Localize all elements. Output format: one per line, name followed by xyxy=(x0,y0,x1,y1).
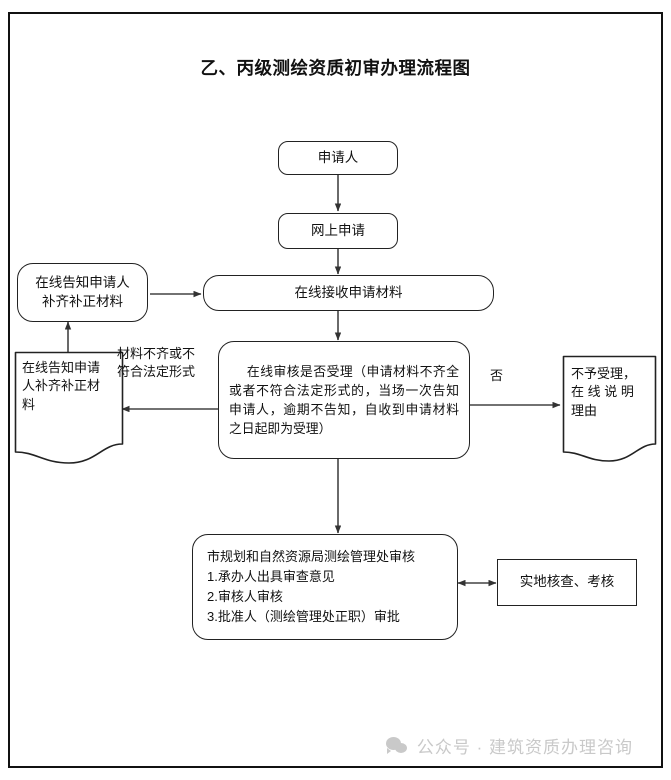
node-applicant[interactable]: 申请人 xyxy=(278,141,398,175)
edge-label-no: 否 xyxy=(490,368,504,383)
node-field-check-label: 实地核查、考核 xyxy=(519,574,615,590)
wechat-icon xyxy=(385,736,408,755)
node-bureau-review[interactable]: 市规划和自然资源局测绘管理处审核 1.承办人出具审查意见 2.审核人审核 3.批… xyxy=(192,534,458,640)
node-reject-doc-label: 不予受理， 在 线 说 明 理由 xyxy=(571,366,637,418)
node-notify-supplement-doc-label: 在线告知申请 人补齐补正材 料 xyxy=(22,360,101,412)
node-review-decision-label: 在线审核是否受理（申请材料不齐全或者不符合法定形式的，当场一次告知申请人，逾期不… xyxy=(229,363,459,437)
node-bureau-review-label: 市规划和自然资源局测绘管理处审核 1.承办人出具审查意见 2.审核人审核 3.批… xyxy=(207,548,416,625)
node-online-apply-label: 网上申请 xyxy=(311,222,365,238)
page-border-frame xyxy=(8,12,663,768)
node-notify-supplement-doc[interactable]: 在线告知申请 人补齐补正材 料 xyxy=(14,351,124,467)
edge-label-materials-incomplete: 材料不齐或不 符合法定形式 xyxy=(117,346,196,379)
watermark: 公众号 · 建筑资质办理咨询 xyxy=(385,733,633,758)
node-notify-supplement-top-label: 在线告知申请人 补齐补正材料 xyxy=(35,275,130,309)
node-applicant-label: 申请人 xyxy=(317,149,359,165)
page-title: 乙、丙级测绘资质初审办理流程图 xyxy=(200,58,471,78)
node-receive-materials-label: 在线接收申请材料 xyxy=(294,284,403,300)
node-notify-supplement-top[interactable]: 在线告知申请人 补齐补正材料 xyxy=(17,263,148,322)
document-shape xyxy=(14,351,124,464)
node-field-check[interactable]: 实地核查、考核 xyxy=(497,559,637,606)
node-receive-materials[interactable]: 在线接收申请材料 xyxy=(203,275,494,311)
watermark-text: 公众号 · 建筑资质办理咨询 xyxy=(416,738,633,757)
node-online-apply[interactable]: 网上申请 xyxy=(278,213,398,249)
node-reject-doc[interactable]: 不予受理， 在 线 说 明 理由 xyxy=(562,355,657,467)
document-shape xyxy=(562,355,657,462)
node-review-decision[interactable]: 在线审核是否受理（申请材料不齐全或者不符合法定形式的，当场一次告知申请人，逾期不… xyxy=(218,341,470,459)
